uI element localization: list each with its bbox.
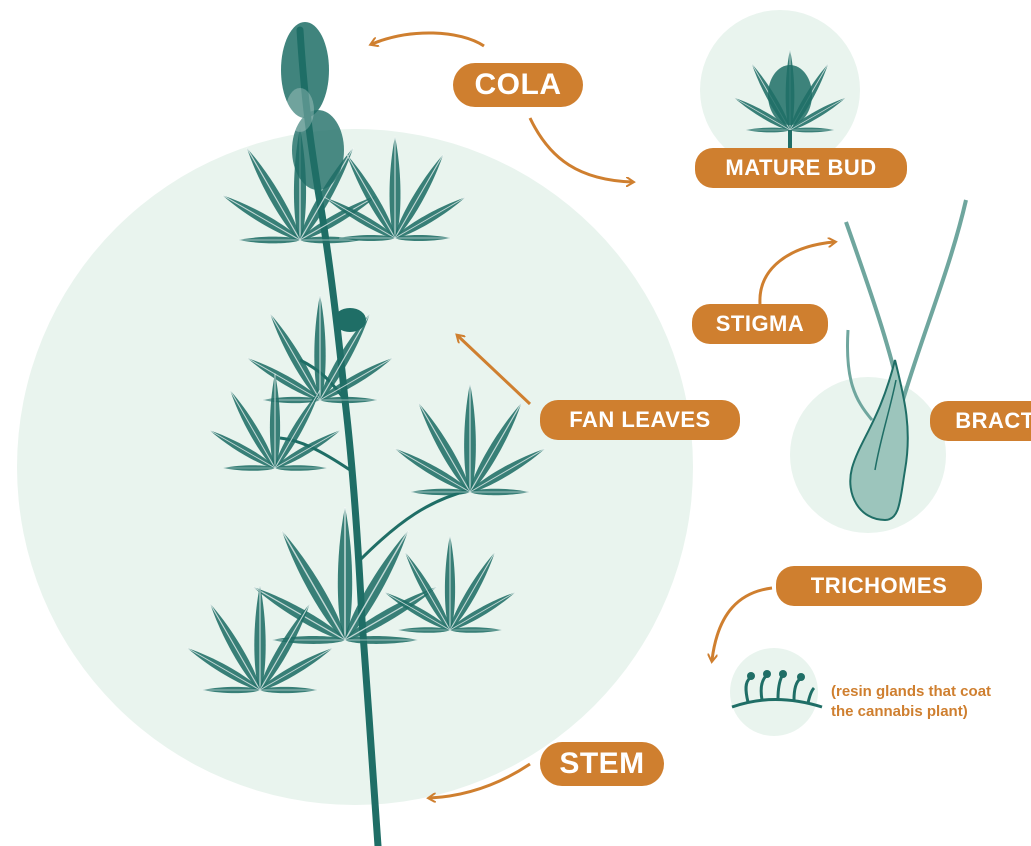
cola-arrow — [372, 33, 484, 46]
trichomes-description-line-1: (resin glands that coat — [831, 682, 1031, 702]
trichomes-arrow — [712, 588, 772, 660]
trichomes-label: TRICHOMES — [776, 566, 982, 606]
stem-label: STEM — [540, 742, 664, 786]
mature-bud-arrow — [530, 118, 632, 182]
trichomes-description: (resin glands that coat the cannabis pla… — [831, 682, 1031, 722]
mature-bud-label: MATURE BUD — [695, 148, 907, 188]
fan-leaves-label: FAN LEAVES — [540, 400, 740, 440]
bract-label: BRACT — [930, 401, 1031, 441]
cola-label: COLA — [453, 63, 583, 107]
stigma-arrow — [760, 242, 834, 304]
stigma-label: STIGMA — [692, 304, 828, 344]
trichomes-description-line-2: the cannabis plant) — [831, 702, 1031, 722]
trichome-background-circle — [730, 648, 818, 736]
